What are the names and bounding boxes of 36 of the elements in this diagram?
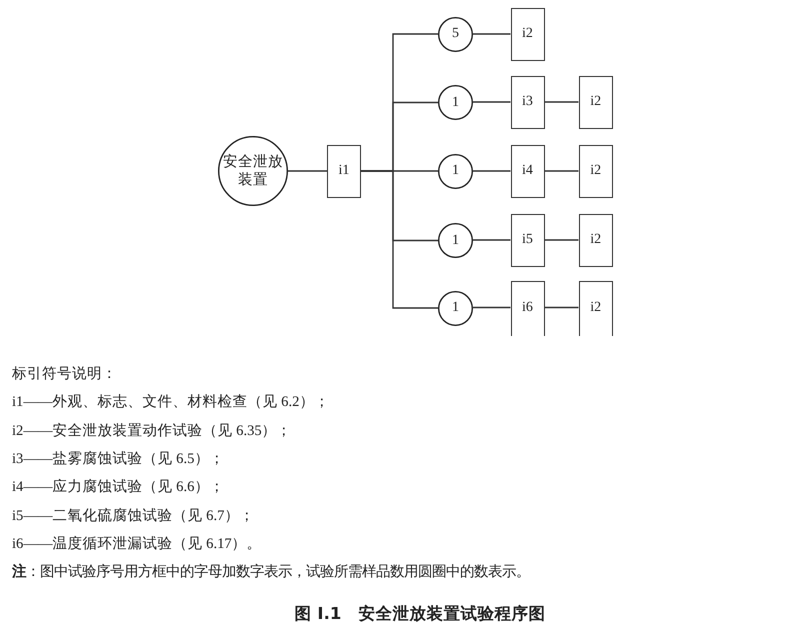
note-text: 注：图中试验序号用方框中的字母加数字表示，试验所需样品数用圆圈中的数表示。	[12, 562, 530, 582]
key-entry: i4——应力腐蚀试验（见 6.6）；	[12, 478, 224, 497]
sample-circle: 1	[438, 85, 473, 120]
sample-circle: 1	[438, 154, 473, 188]
connector-line	[473, 101, 510, 103]
connector-line	[473, 170, 510, 172]
test-box: i3	[510, 76, 544, 128]
key-entry: i1——外观、标志、文件、材料检查（见 6.2）；	[12, 393, 330, 412]
connector-line	[288, 170, 327, 172]
connector-line	[544, 170, 578, 172]
connector-line	[544, 101, 578, 103]
test-box: i5	[510, 214, 544, 266]
connector-line	[361, 170, 438, 309]
connector-line	[544, 239, 578, 241]
test-box: i4	[510, 144, 544, 198]
connector-line	[544, 306, 578, 308]
key-entry: i2——安全泄放装置动作试验（见 6.35）；	[12, 422, 292, 441]
key-entry: i6——温度循环泄漏试验（见 6.17）。	[12, 534, 262, 554]
test-box: i2	[578, 144, 613, 198]
connector-line	[473, 306, 510, 308]
connector-line	[473, 239, 510, 241]
test-box: i1	[327, 144, 361, 198]
legend-heading: 标引符号说明：	[12, 365, 117, 384]
sample-circle: 1	[438, 290, 473, 326]
test-box: i2	[578, 281, 613, 336]
figure-caption: 图 I.1 安全泄放装置试验程序图	[294, 603, 546, 625]
test-box: i2	[578, 76, 613, 128]
connector-line	[473, 33, 510, 35]
device-circle: 安全泄放装置	[218, 136, 288, 206]
test-box: i2	[578, 214, 613, 266]
key-entry: i3——盐雾腐蚀试验（见 6.5）；	[12, 450, 224, 469]
sample-circle: 1	[438, 223, 473, 258]
key-entry: i5——二氧化硫腐蚀试验（见 6.7）；	[12, 506, 254, 526]
test-box: i2	[510, 8, 544, 60]
sample-circle: 5	[438, 16, 473, 52]
test-box: i6	[510, 281, 544, 336]
